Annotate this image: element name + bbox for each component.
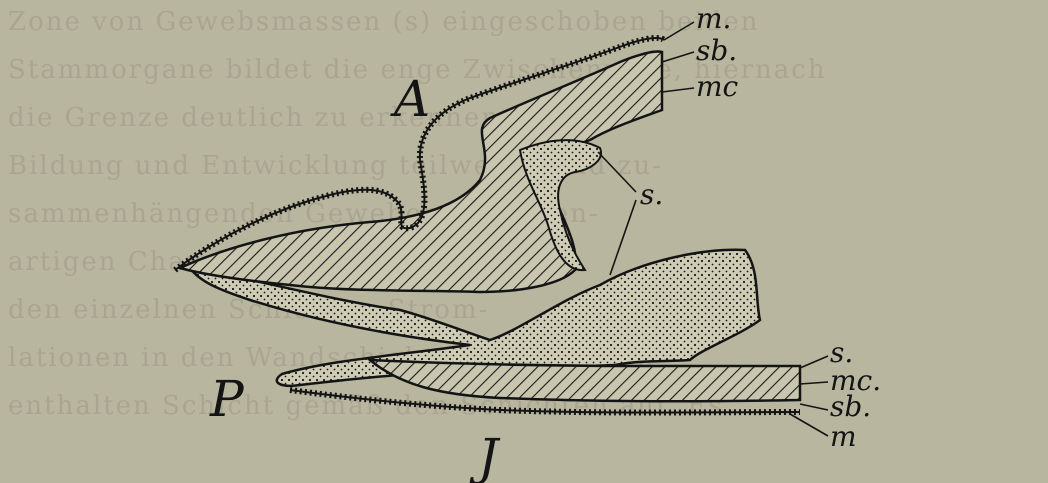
label-bottom-sb: sb. [830, 390, 871, 423]
label-top-sb: sb. [696, 34, 737, 67]
label-bottom-m: m [830, 420, 857, 453]
label-top-m: m. [696, 2, 731, 35]
bleed-line-1: Zone von Gewebsmassen (s) eingeschoben b… [8, 7, 759, 37]
label-J: J [469, 428, 501, 483]
label-P: P [209, 370, 245, 428]
label-A: A [390, 70, 430, 128]
label-top-s: s. [640, 178, 663, 211]
label-top-mc: mc [696, 70, 739, 103]
